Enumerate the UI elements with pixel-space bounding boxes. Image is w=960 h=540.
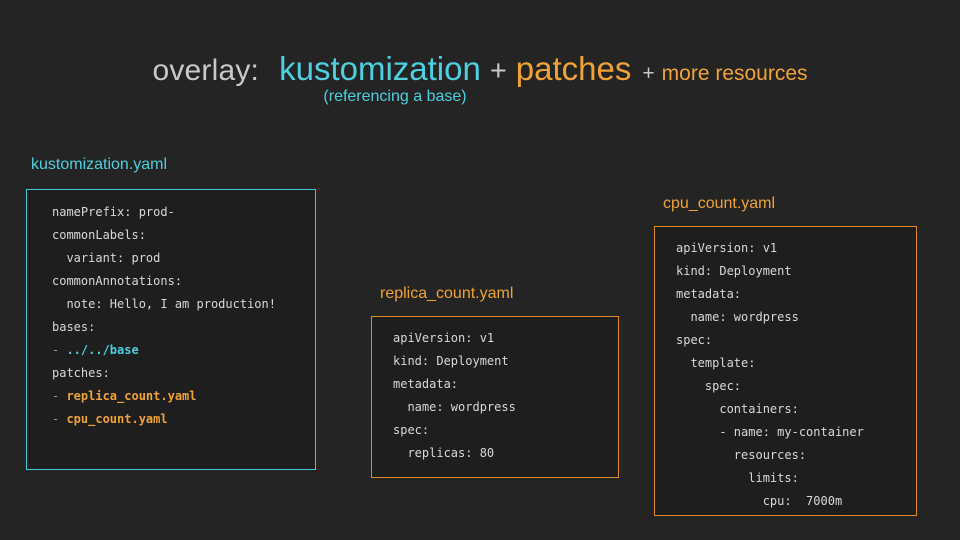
code-line: spec: <box>676 375 864 398</box>
file-label-replica-count: replica_count.yaml <box>380 285 514 302</box>
code-token: - <box>52 343 67 357</box>
code-token: replica_count.yaml <box>66 389 197 403</box>
code-line: metadata: <box>676 283 864 306</box>
code-token: note: Hello, I am production! <box>52 297 276 311</box>
code-token: spec: <box>393 423 430 437</box>
code-line: variant: prod <box>52 247 276 270</box>
code-line: apiVersion: v1 <box>393 327 516 350</box>
code-line: - name: my-container <box>676 421 864 444</box>
code-token: apiVersion: v1 <box>393 331 495 345</box>
slide-title: overlay:kustomization+patches+more resou… <box>0 50 960 88</box>
code-token: kind: Deployment <box>393 354 509 368</box>
code-line: commonAnnotations: <box>52 270 276 293</box>
code-line: - replica_count.yaml <box>52 385 276 408</box>
code-line: metadata: <box>393 373 516 396</box>
title-plus-separator-1: + <box>489 55 507 87</box>
code-token: replicas: 80 <box>393 446 495 460</box>
code-token: namePrefix: prod- <box>52 205 175 219</box>
code-line: spec: <box>676 329 864 352</box>
code-line: patches: <box>52 362 276 385</box>
code-token: - <box>52 389 67 403</box>
code-token: name: wordpress <box>393 400 516 414</box>
code-line: commonLabels: <box>52 224 276 247</box>
code-token: cpu: 7000m <box>676 494 843 508</box>
code-token: cpu_count.yaml <box>66 412 168 426</box>
code-token: containers: <box>676 402 799 416</box>
code-token: ../../base <box>66 343 139 357</box>
code-token: metadata: <box>676 287 742 301</box>
code-content-kustomization: namePrefix: prod-commonLabels: variant: … <box>52 201 276 431</box>
code-line: apiVersion: v1 <box>676 237 864 260</box>
code-token: name: wordpress <box>676 310 799 324</box>
title-more-resources-label: more resources <box>661 62 808 85</box>
code-token: resources: <box>676 448 807 462</box>
code-token: metadata: <box>393 377 459 391</box>
code-token: commonLabels: <box>52 228 146 242</box>
code-token: apiVersion: v1 <box>676 241 778 255</box>
code-line: template: <box>676 352 864 375</box>
slide-subtitle: (referencing a base) <box>0 88 960 106</box>
code-token: commonAnnotations: <box>52 274 183 288</box>
code-token: - name: my-container <box>676 425 864 439</box>
code-token: limits: <box>676 471 799 485</box>
code-line: spec: <box>393 419 516 442</box>
code-token: variant: prod <box>52 251 161 265</box>
code-box-kustomization <box>26 189 316 470</box>
slide-subtitle-text: (referencing a base) <box>323 88 467 105</box>
code-line: limits: <box>676 467 864 490</box>
code-token: bases: <box>52 320 96 334</box>
code-line: note: Hello, I am production! <box>52 293 276 316</box>
code-line: kind: Deployment <box>393 350 516 373</box>
code-token: patches: <box>52 366 110 380</box>
code-line: name: wordpress <box>393 396 516 419</box>
title-kustomization-label: kustomization <box>279 50 481 87</box>
code-line: kind: Deployment <box>676 260 864 283</box>
code-line: name: wordpress <box>676 306 864 329</box>
file-label-kustomization: kustomization.yaml <box>31 156 168 173</box>
file-label-cpu-count: cpu_count.yaml <box>663 195 776 212</box>
code-box-cpu-count <box>654 226 917 516</box>
code-line: replicas: 80 <box>393 442 516 465</box>
code-box-replica-count <box>371 316 619 478</box>
code-token: - <box>52 412 67 426</box>
code-line: cpu: 7000m <box>676 490 864 513</box>
code-line: - cpu_count.yaml <box>52 408 276 431</box>
title-patches-label: patches <box>515 50 632 87</box>
code-line: bases: <box>52 316 276 339</box>
code-line: - ../../base <box>52 339 276 362</box>
title-overlay-label: overlay: <box>152 54 260 87</box>
code-line: containers: <box>676 398 864 421</box>
code-line: resources: <box>676 444 864 467</box>
code-token: template: <box>676 356 756 370</box>
code-token: spec: <box>676 333 713 347</box>
code-token: spec: <box>676 379 742 393</box>
code-token: kind: Deployment <box>676 264 792 278</box>
code-line: namePrefix: prod- <box>52 201 276 224</box>
title-plus-separator-2: + <box>642 62 655 85</box>
